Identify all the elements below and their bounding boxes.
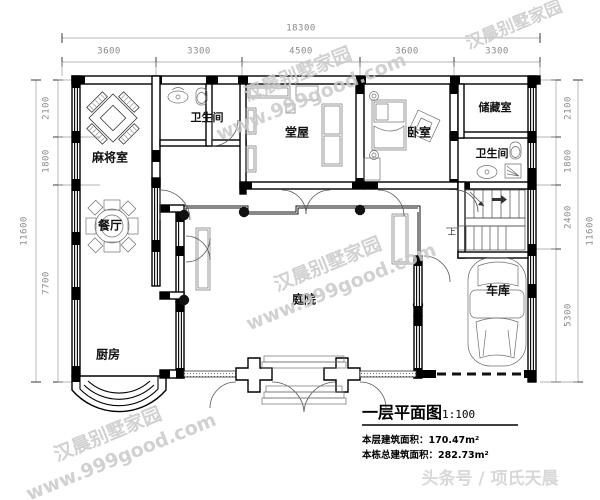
garage-structure	[413, 255, 536, 379]
room-label-hall: 堂屋	[285, 125, 309, 140]
dim-right-total: 11600	[586, 216, 596, 246]
hall-furniture	[245, 85, 343, 173]
bathroom2-fixtures	[476, 141, 522, 179]
stair-up-label: 上	[448, 228, 457, 237]
room-label-bedroom: 卧室	[407, 125, 431, 140]
entrance-gate	[183, 355, 417, 413]
dim-right-seg-3: 2400	[564, 205, 574, 229]
door-swings	[159, 119, 479, 409]
dim-top-seg-4: 3600	[395, 47, 419, 57]
bathroom1-fixtures	[167, 87, 208, 106]
room-label-garage: 车库	[486, 283, 510, 298]
bedroom-furniture	[363, 91, 441, 181]
dim-left-seg-3: 7700	[42, 271, 52, 295]
column-marker	[354, 204, 366, 216]
dimension-chain-top: 18300 3600 3300 4500 3600 3300	[61, 24, 541, 76]
dim-top-seg-3: 4500	[289, 47, 313, 57]
dim-top-seg-2: 3300	[187, 47, 211, 57]
dimension-chain-right: 2100 1800 2400 5300 11600	[528, 79, 596, 383]
drawing-scale: 1:100	[442, 408, 475, 421]
dim-top-seg-1: 3600	[97, 47, 121, 57]
dim-top-total: 18300	[286, 24, 316, 34]
room-label-courtyard: 庭院	[292, 292, 316, 307]
room-label-bath1: 卫生间	[191, 110, 224, 124]
area-note-floor: 本层建筑面积：170.47m²	[362, 434, 479, 446]
title-block: 一层平面图 1:100 本层建筑面积：170.47m² 本栋总建筑面积：282.…	[362, 403, 518, 461]
column-marker	[178, 209, 190, 221]
furniture-layer: 上	[85, 85, 527, 409]
drawing-title: 一层平面图	[362, 403, 442, 422]
building-structure	[71, 75, 541, 413]
room-label-dining: 餐厅	[98, 218, 122, 233]
car-symbol	[467, 257, 527, 367]
dim-right-seg-4: 5300	[564, 303, 574, 327]
dim-top-seg-5: 3300	[485, 47, 509, 57]
column-marker	[178, 294, 190, 306]
watermark-footer: 头条号 / 项氏天晨	[421, 468, 559, 489]
dim-right-seg-2: 1800	[564, 149, 574, 173]
area-note-total: 本栋总建筑面积：282.73m²	[362, 449, 489, 461]
room-label-bath2: 卫生间	[476, 146, 509, 160]
dim-left-seg-1: 2100	[42, 96, 52, 120]
staircase: 上	[446, 189, 526, 251]
mahjong-table	[86, 91, 140, 145]
room-label-mahjong: 麻将室	[91, 150, 128, 165]
dim-left-seg-2: 1800	[42, 149, 52, 173]
room-labels: 麻将室 卫生间 堂屋 卧室 储藏室 卫生间 餐厅 厨房 庭院 车库	[91, 100, 512, 362]
dim-right-seg-1: 2100	[564, 96, 574, 120]
dim-left-total: 11600	[20, 216, 30, 246]
column-marker	[238, 206, 250, 218]
dimension-chain-left: 11600 2100 1800 7700	[20, 79, 100, 383]
room-label-storage: 储藏室	[479, 100, 512, 114]
dining-table	[85, 199, 139, 254]
room-label-kitchen: 厨房	[96, 347, 120, 362]
